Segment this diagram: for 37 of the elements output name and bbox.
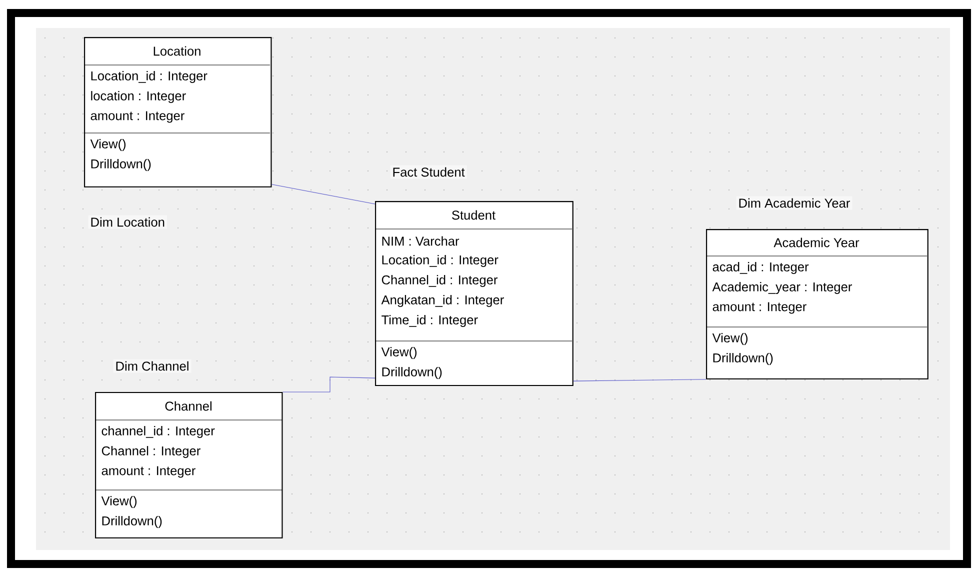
- class-name: Academic Year: [774, 238, 860, 248]
- class-name: Channel: [165, 401, 212, 411]
- method-text: View(): [712, 333, 748, 345]
- class-box: [84, 37, 272, 188]
- attribute-text: Location_id : Integer: [382, 255, 498, 267]
- method-text: View(): [381, 347, 417, 359]
- class-box: [374, 201, 574, 386]
- class-name: Student: [452, 210, 496, 220]
- attribute-text: Time_id : Integer: [382, 315, 478, 327]
- method-text: Drilldown(): [102, 516, 162, 528]
- section-label: Dim Academic Year: [739, 198, 850, 208]
- connector-line: [282, 376, 376, 392]
- class-box: [706, 229, 928, 380]
- section-label: Dim Location: [91, 217, 164, 227]
- method-text: Drilldown(): [713, 353, 773, 365]
- attribute-text: NIM : Varchar: [382, 236, 460, 246]
- attribute-text: amount : Integer: [102, 466, 196, 478]
- method-text: View(): [90, 139, 126, 151]
- connector-line: [573, 379, 706, 382]
- attribute-text: Academic_year : Integer: [712, 282, 852, 294]
- attribute-text: acad_id : Integer: [712, 262, 809, 274]
- attribute-text: Angkatan_id : Integer: [381, 295, 504, 307]
- method-text: Drilldown(): [91, 159, 151, 171]
- attribute-text: amount : Integer: [90, 111, 184, 123]
- attribute-text: amount : Integer: [712, 302, 806, 314]
- class-box: [94, 392, 283, 538]
- method-text: View(): [101, 496, 137, 508]
- method-text: Drilldown(): [382, 367, 442, 379]
- attribute-text: location : Integer: [91, 91, 186, 103]
- class-name: Location: [154, 46, 200, 56]
- section-label: Dim Channel: [116, 361, 188, 371]
- attribute-text: Channel_id : Integer: [382, 275, 498, 287]
- attribute-text: channel_id : Integer: [102, 426, 215, 438]
- attribute-text: Channel : Integer: [102, 446, 200, 458]
- connector-line: [271, 184, 376, 204]
- section-label: Fact Student: [393, 167, 465, 177]
- attribute-text: Location_id : Integer: [91, 71, 208, 83]
